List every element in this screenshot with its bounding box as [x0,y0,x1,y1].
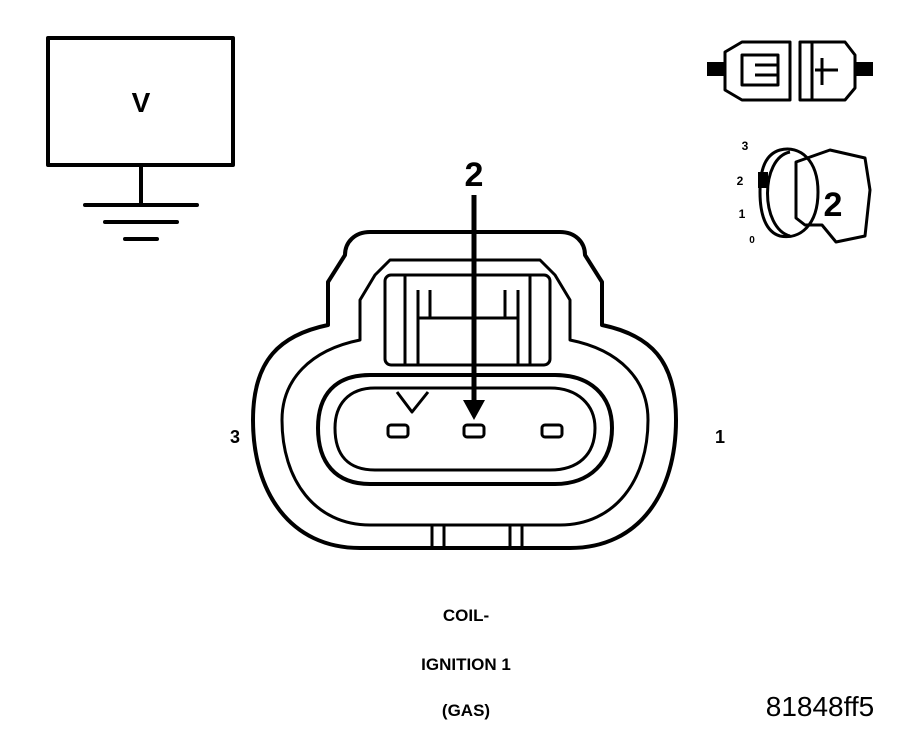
connector-face [251,230,678,550]
connector-icon [707,40,873,102]
switch-position-2: 2 [737,174,744,188]
switch-position-0: 0 [749,235,755,246]
switch-position-3: 3 [742,139,749,153]
ground-icon [83,163,199,241]
switch-position-1: 1 [739,207,746,221]
pin-right-label: 1 [715,427,725,447]
pin-3-terminal [386,423,410,439]
switch-position-selected: 2 [824,186,843,224]
caption-line-1: COIL- [443,606,489,625]
probe-arrow [463,195,485,420]
probe-pin-number: 2 [465,156,484,194]
pin-2-terminal [462,423,486,439]
figure-id: 81848ff5 [766,691,875,722]
voltmeter-symbol: V [132,87,151,118]
ignition-switch-icon: 2 3 2 1 0 [737,139,872,246]
caption-line-3: (GAS) [442,701,490,720]
pin-left-label: 3 [230,427,240,447]
pin-1-terminal [540,423,564,439]
caption-line-2: IGNITION 1 [421,655,511,674]
voltmeter: V [46,36,235,241]
